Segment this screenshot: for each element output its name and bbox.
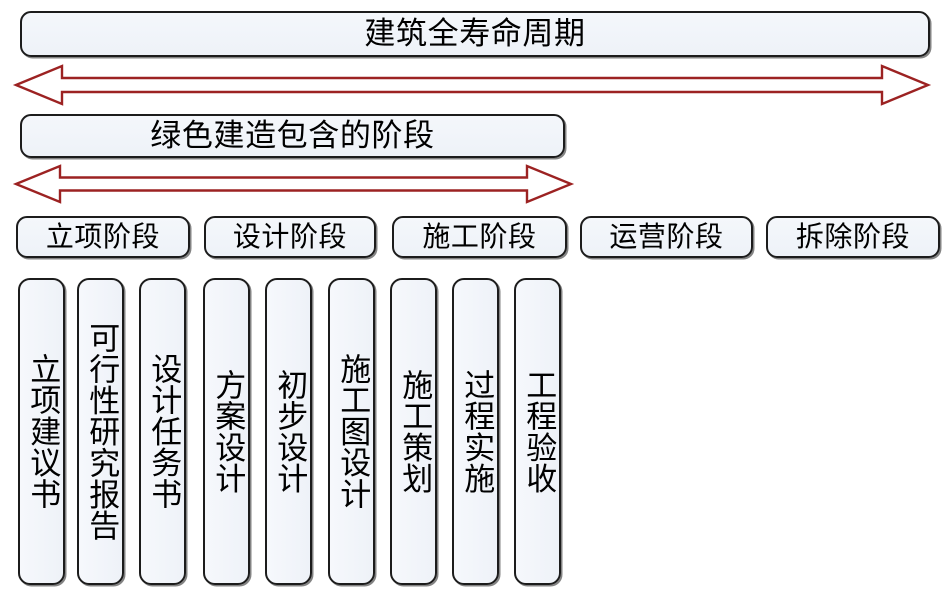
phase-box-5[interactable]: 拆除阶段 bbox=[766, 216, 940, 258]
deliverable-label-5: 初步设计 bbox=[271, 368, 308, 495]
deliverable-label-4: 方案设计 bbox=[209, 368, 246, 495]
deliverable-label-9: 工程验收 bbox=[520, 368, 557, 495]
banner-green-construction-scope: 绿色建造包含的阶段 bbox=[20, 114, 565, 158]
banner-full-lifecycle: 建筑全寿命周期 bbox=[20, 11, 930, 57]
deliverable-box-1[interactable]: 立项建议书 bbox=[18, 278, 65, 585]
green-construction-scope-arrow bbox=[12, 164, 575, 204]
deliverable-box-9[interactable]: 工程验收 bbox=[514, 278, 561, 585]
full-lifecycle-arrow bbox=[12, 64, 932, 106]
deliverable-box-5[interactable]: 初步设计 bbox=[265, 278, 312, 585]
deliverable-box-8[interactable]: 过程实施 bbox=[452, 278, 499, 585]
deliverable-label-8: 过程实施 bbox=[458, 368, 495, 495]
deliverable-label-3: 设计任务书 bbox=[145, 353, 182, 510]
phase-box-4[interactable]: 运营阶段 bbox=[580, 216, 753, 258]
deliverable-box-2[interactable]: 可行性研究报告 bbox=[77, 278, 124, 585]
deliverable-label-2: 可行性研究报告 bbox=[83, 321, 120, 542]
deliverable-box-7[interactable]: 施工策划 bbox=[390, 278, 437, 585]
deliverable-box-4[interactable]: 方案设计 bbox=[203, 278, 250, 585]
deliverable-box-3[interactable]: 设计任务书 bbox=[139, 278, 186, 585]
deliverable-label-6: 施工图设计 bbox=[334, 353, 371, 510]
deliverable-box-6[interactable]: 施工图设计 bbox=[328, 278, 375, 585]
deliverable-label-7: 施工策划 bbox=[396, 368, 433, 495]
phase-box-3[interactable]: 施工阶段 bbox=[392, 216, 567, 258]
phase-box-2[interactable]: 设计阶段 bbox=[204, 216, 376, 258]
phase-box-1[interactable]: 立项阶段 bbox=[16, 216, 190, 258]
deliverable-label-1: 立项建议书 bbox=[24, 353, 61, 510]
